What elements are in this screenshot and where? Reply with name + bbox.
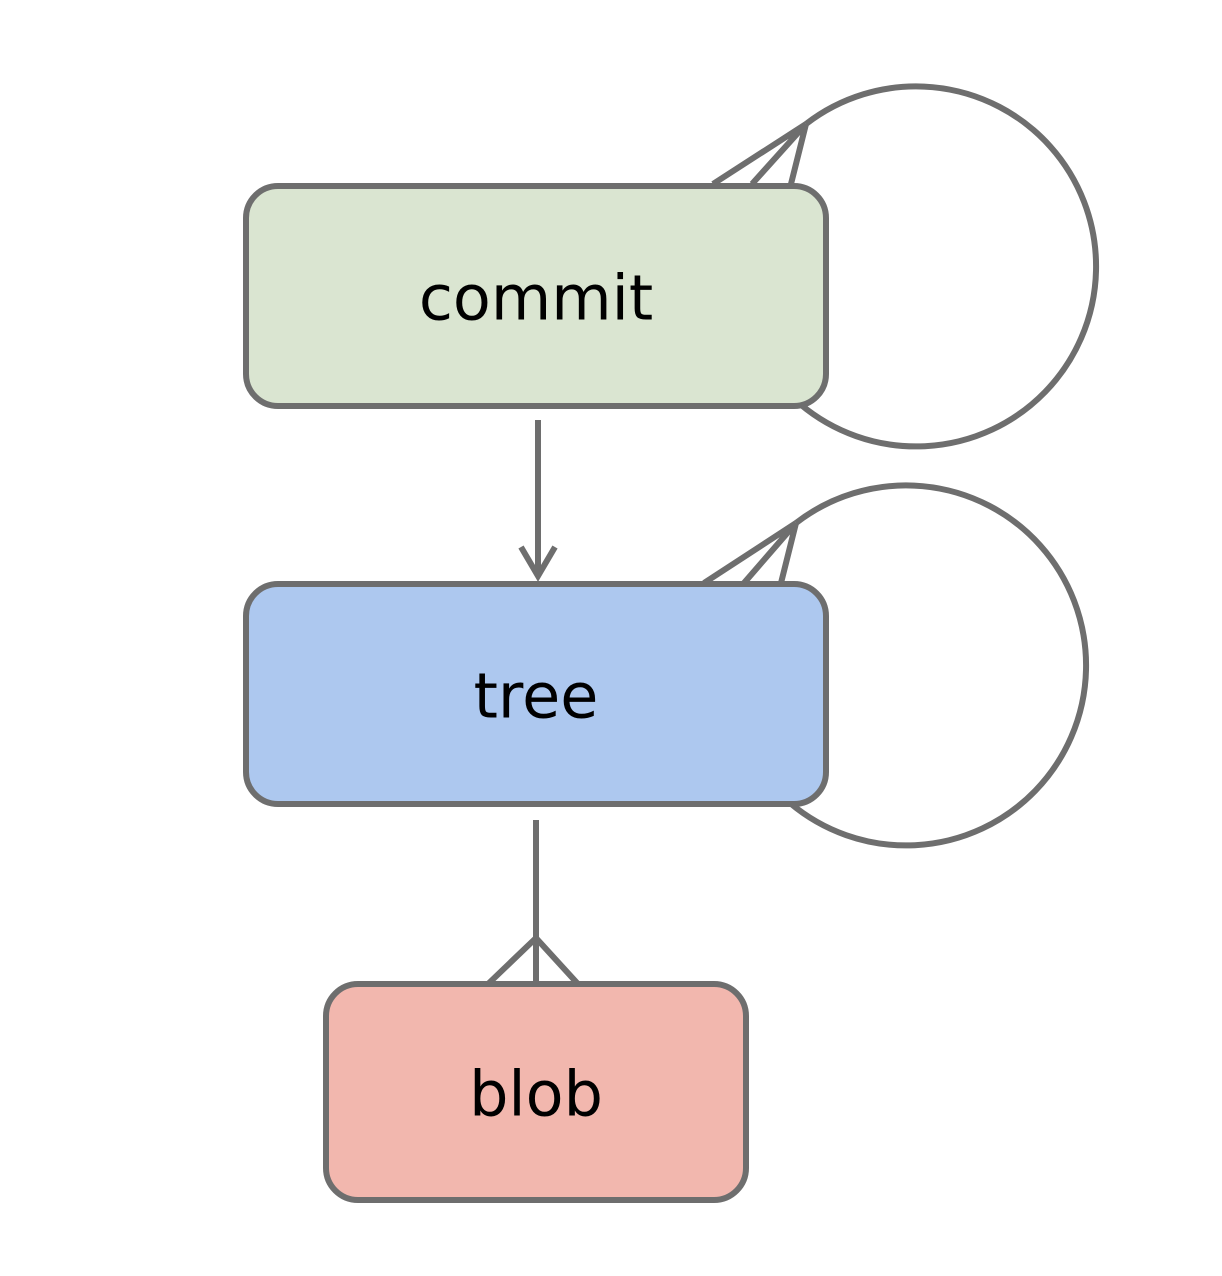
edge-tree-blob (485, 820, 581, 987)
node-blob: blob (323, 981, 749, 1203)
tree-blob-crowfoot (485, 935, 581, 987)
commit-tree-arrowhead (518, 545, 558, 582)
commit-self-loop-crowfoot (711, 121, 809, 187)
commit-self-loop (798, 83, 1100, 450)
tree-box (243, 581, 829, 807)
node-commit: commit (243, 183, 829, 409)
tree-label: tree (474, 660, 599, 733)
edge-tree-tree (702, 482, 1090, 849)
blob-box (323, 981, 749, 1203)
commit-box (243, 183, 829, 409)
tree-self-loop (788, 482, 1090, 849)
edge-commit-tree (518, 420, 558, 582)
tree-self-loop-crowfoot (702, 520, 799, 586)
commit-label: commit (419, 262, 653, 335)
node-tree: tree (243, 581, 829, 807)
edge-commit-commit (711, 83, 1100, 450)
blob-label: blob (469, 1058, 603, 1131)
